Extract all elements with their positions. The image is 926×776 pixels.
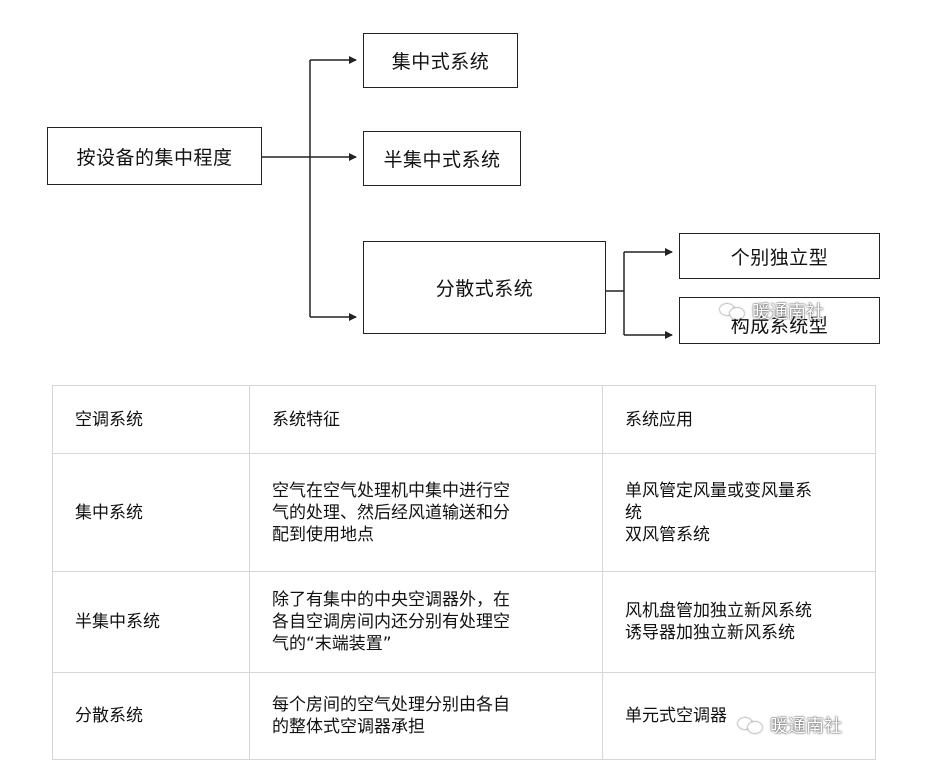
semi-central-system-box: 半集中式系统	[363, 131, 521, 186]
cell-system: 半集中系统	[52, 571, 250, 673]
cell-system: 集中系统	[52, 453, 250, 572]
watermark-text: 暖通南社	[770, 716, 842, 737]
header-application: 系统应用	[602, 385, 876, 454]
distributed-system-box: 分散式系统	[363, 241, 606, 334]
cell-application: 单风管定风量或变风量系 统 双风管系统	[602, 453, 876, 572]
central-system-label: 集中式系统	[391, 51, 490, 73]
cell-application: 风机盘管加独立新风系统 诱导器加独立新风系统	[602, 571, 876, 673]
system-comparison-table: 空调系统 系统特征 系统应用 集中系统 空气在空气处理机中集中进行空 气的处理、…	[52, 385, 876, 760]
watermark-diagram: 暖通南社	[720, 298, 824, 324]
distributed-system-label: 分散式系统	[435, 278, 534, 300]
independent-type-box: 个别独立型	[679, 233, 880, 279]
header-system: 空调系统	[52, 385, 250, 454]
central-system-box: 集中式系统	[363, 33, 518, 88]
cell-feature: 每个房间的空气处理分别由各自 的整体式空调器承担	[249, 672, 603, 760]
independent-type-label: 个别独立型	[730, 246, 829, 269]
cell-feature: 空气在空气处理机中集中进行空 气的处理、然后经风道输送和分 配到使用地点	[249, 453, 603, 572]
diagram-connectors	[262, 56, 673, 339]
watermark-text: 暖通南社	[752, 302, 824, 323]
cell-system: 分散系统	[52, 672, 250, 760]
cell-feature: 除了有集中的中央空调器外，在 各自空调房间内还分别有处理空 气的“末端装置”	[249, 571, 603, 673]
table-row: 集中系统 空气在空气处理机中集中进行空 气的处理、然后经风道输送和分 配到使用地…	[52, 453, 876, 572]
wechat-icon	[738, 716, 764, 734]
wechat-icon	[720, 302, 746, 320]
table-row: 半集中系统 除了有集中的中央空调器外，在 各自空调房间内还分别有处理空 气的“末…	[52, 571, 876, 673]
watermark-table: 暖通南社	[738, 712, 842, 738]
table-header-row: 空调系统 系统特征 系统应用	[52, 385, 876, 454]
root-box: 按设备的集中程度	[47, 127, 262, 185]
cell-application: 单元式空调器	[602, 672, 876, 760]
root-label: 按设备的集中程度	[76, 146, 233, 169]
composed-system-type-box: 构成系统型	[679, 297, 880, 344]
composed-system-type-label: 构成系统型	[730, 315, 829, 337]
header-feature: 系统特征	[249, 385, 603, 454]
semi-central-system-label: 半集中式系统	[383, 149, 501, 171]
table-row: 分散系统 每个房间的空气处理分别由各自 的整体式空调器承担 单元式空调器	[52, 672, 876, 760]
